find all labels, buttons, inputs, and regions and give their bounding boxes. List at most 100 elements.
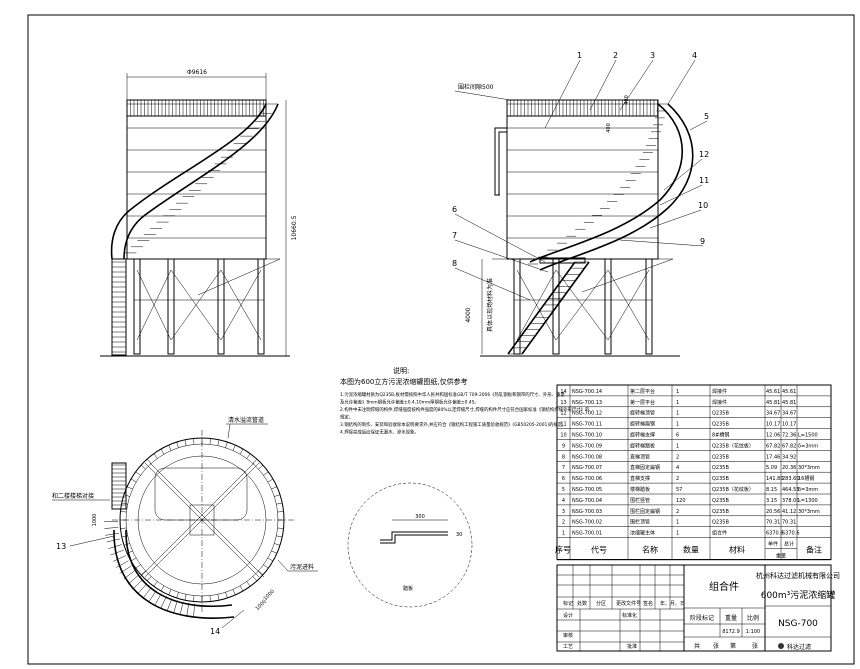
bom-cell: 464.55 bbox=[782, 487, 800, 493]
bom-cell: δ=3mm bbox=[798, 443, 818, 449]
tb-drawing-title: 600m³污泥浓缩罐 bbox=[761, 589, 836, 601]
note-item-2: 2.构件中未注明焊缝的构件,焊缝强度按构件强度的80%以定焊缝尺寸,焊缝的构件尺… bbox=[340, 406, 590, 413]
bom-cell: Q235B bbox=[712, 465, 729, 471]
tb-design: 设计 bbox=[563, 612, 573, 619]
bom-cell: 10.17 bbox=[782, 422, 796, 428]
support-note: 具体以现场材料为准 bbox=[486, 278, 494, 332]
bom-cell: 8.15 bbox=[766, 487, 777, 493]
bom-cell: 378.00 bbox=[782, 498, 800, 504]
bom-cell: 围栏固定扁钢 bbox=[630, 508, 660, 515]
label-sludge-inlet: 污泥进料 bbox=[290, 563, 314, 571]
bom-cell: 围栏竖管 bbox=[630, 497, 650, 504]
bom-cell: 6 bbox=[562, 476, 565, 482]
bom-cell: NSG-700.12 bbox=[572, 411, 602, 417]
bom-cell: 5.09 bbox=[766, 465, 777, 471]
callout-12: 12 bbox=[699, 150, 709, 159]
tb-scale: 比例 bbox=[747, 614, 759, 622]
notes-lead: 本图为600立方污泥浓缩罐图纸,仅供参考 bbox=[340, 377, 468, 386]
bom-cell: 第一层平台 bbox=[630, 399, 655, 406]
tb-zone: 分区 bbox=[596, 600, 606, 607]
bom-cell: 旋转梯顶管 bbox=[630, 410, 655, 417]
tb-sheet-word: 张 bbox=[713, 642, 719, 650]
tb-scale-value: 1:100 bbox=[746, 629, 760, 635]
bom-cell: NSG-700.11 bbox=[572, 422, 602, 428]
tb-count: 处数 bbox=[577, 600, 587, 607]
bom-cell: 直梯固定扁钢 bbox=[630, 464, 660, 471]
bom-cell: 旋转梯踏板 bbox=[630, 442, 655, 449]
tb-weight: 重量 bbox=[725, 614, 737, 622]
notes-block: 说明: 本图为600立方污泥浓缩罐图纸,仅供参考 1.污泥浓缩罐材质为Q235B… bbox=[340, 366, 590, 436]
bom-cell: 45.61 bbox=[782, 389, 796, 395]
bom-header: 名称 bbox=[642, 545, 658, 555]
bom-cell: NSG-700.09 bbox=[572, 443, 602, 449]
notes-title: 说明: bbox=[393, 366, 409, 375]
bom-cell: 20.36 bbox=[782, 465, 796, 471]
support-height-label: 4000 bbox=[465, 307, 472, 322]
bom-cell: 旋转梯扁钢 bbox=[630, 421, 655, 428]
bom-cell: 30*3mm bbox=[798, 465, 820, 471]
tb-process: 工艺 bbox=[563, 644, 573, 650]
bom-header: 总计 bbox=[784, 541, 794, 548]
bom-cell: Q235B bbox=[712, 520, 729, 526]
bom-cell: 3.15 bbox=[766, 498, 777, 504]
bom-cell: 2 bbox=[562, 520, 565, 526]
tb-weight-value: 8172.9 bbox=[722, 629, 740, 635]
bom-cell: 8 bbox=[562, 454, 565, 460]
bom-cell: 直梯顶管 bbox=[630, 453, 650, 460]
callout-3: 3 bbox=[650, 51, 655, 60]
bom-cell: 67.82 bbox=[782, 443, 796, 449]
bom-header: 数量 bbox=[683, 545, 699, 555]
bom-cell: 141.80 bbox=[766, 476, 784, 482]
dim-1000-a: 1000 bbox=[92, 514, 98, 527]
tb-change-doc: 更改文件号 bbox=[616, 600, 641, 607]
bom-cell: 70.31 bbox=[782, 520, 796, 526]
bom-cell: 2 bbox=[676, 509, 679, 515]
company-logo: 科达过滤 bbox=[778, 643, 811, 651]
bom-cell: 34.92 bbox=[782, 454, 796, 460]
bom-header: 备注 bbox=[806, 545, 822, 555]
title-block: 组合件 杭州科达过滤机械有限公司 600m³污泥浓缩罐 NSG-700 阶段标记… bbox=[556, 564, 840, 652]
bom-cell: 11 bbox=[560, 422, 566, 428]
note-item-3: 3.钢结构的制作、安装和验收除本说明要求外,并应符合《钢结构工程施工质量验收规范… bbox=[340, 421, 567, 428]
dim-400-b: 400 bbox=[606, 123, 612, 133]
bom-cell: 70.31 bbox=[766, 520, 780, 526]
sheet-border bbox=[27, 14, 855, 665]
tread-section-detail: 300 30 踏板 bbox=[347, 482, 473, 608]
bom-cell: 1 bbox=[676, 389, 679, 395]
bom-cell: L=1500 bbox=[798, 433, 818, 439]
bom-cell: Q235B（花纹板） bbox=[712, 442, 754, 449]
bom-cell: NSG-700.06 bbox=[572, 476, 602, 482]
bom-header: 材料 bbox=[729, 545, 745, 555]
bom-cell: Q235B bbox=[712, 509, 729, 515]
bom-cell: 旋转梯支撑 bbox=[630, 432, 655, 439]
note-item-2: 规定。 bbox=[340, 414, 353, 421]
tb-sheet-word-2: 张 bbox=[752, 642, 758, 650]
left-elevation-view: Φ9616 10660.5 bbox=[100, 69, 298, 357]
bom-cell: 20.56 bbox=[766, 509, 780, 515]
bom-cell: 30*3mm bbox=[798, 509, 820, 515]
callout-2: 2 bbox=[613, 51, 618, 60]
bom-cell: NSG-700.10 bbox=[572, 433, 602, 439]
bom-cell: 283.60 bbox=[782, 476, 800, 482]
bom-cell: Q235B bbox=[712, 411, 729, 417]
railing-label: 围栏间隙500 bbox=[458, 83, 494, 91]
bom-cell: L=1300 bbox=[798, 498, 818, 504]
tb-drawing-no: NSG-700 bbox=[778, 619, 818, 629]
bom-cell: 72.36 bbox=[782, 433, 796, 439]
bom-cell: 16槽钢 bbox=[798, 475, 814, 482]
bom-cell: 1 bbox=[676, 411, 679, 417]
bom-cell: 1 bbox=[562, 531, 565, 537]
bom-cell: 34.67 bbox=[766, 411, 780, 417]
tb-assembly: 组合件 bbox=[709, 580, 739, 593]
dim-small: 30 bbox=[456, 532, 462, 538]
bom-cell: 1 bbox=[676, 422, 679, 428]
bom-header: 序号 bbox=[555, 545, 571, 555]
dim-400-a: 400 bbox=[624, 95, 630, 105]
bom-cell: NSG-700.13 bbox=[572, 400, 602, 406]
bom-cell: 1 bbox=[676, 531, 679, 537]
diameter-label: Φ9616 bbox=[187, 69, 207, 76]
bom-cell: 13 bbox=[560, 400, 566, 406]
callout-1: 1 bbox=[577, 51, 582, 60]
